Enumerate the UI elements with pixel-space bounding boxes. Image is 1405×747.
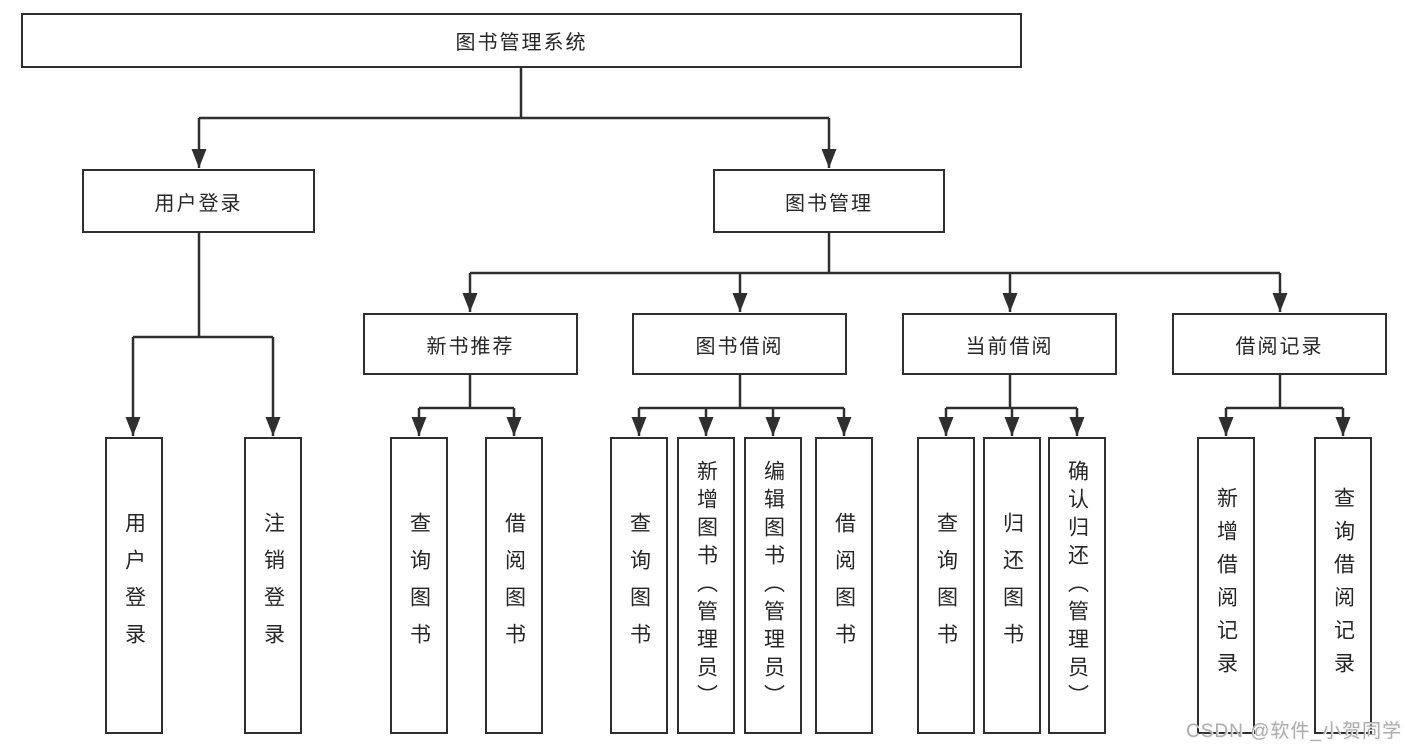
node-label: 图书管理 xyxy=(785,192,873,215)
leaf-return-book: 归还图书 xyxy=(983,437,1041,734)
leaf-add-book-admin: 新增图书（管理员） xyxy=(677,437,735,734)
leaf-label: 借阅图书 xyxy=(832,511,856,660)
node-label: 借阅记录 xyxy=(1235,335,1324,358)
leaf-label: 用户登录 xyxy=(122,511,146,660)
node-user-login-module: 用户登录 xyxy=(82,169,315,233)
node-label: 图书借阅 xyxy=(695,335,784,358)
csdn-watermark: CSDN @软件_小贺同学 xyxy=(1186,721,1402,742)
leaf-label: 借阅图书 xyxy=(502,511,526,660)
leaf-recommend-borrow-book: 借阅图书 xyxy=(485,437,543,734)
leaf-label: 查询图书 xyxy=(934,511,958,660)
node-root-label: 图书管理系统 xyxy=(455,32,588,54)
leaf-edit-book-admin: 编辑图书（管理员） xyxy=(744,437,802,734)
leaf-borrow-book: 借阅图书 xyxy=(815,437,873,734)
leaf-recommend-query-book: 查询图书 xyxy=(390,437,448,734)
node-borrow-record: 借阅记录 xyxy=(1172,313,1387,375)
leaf-current-query-book: 查询图书 xyxy=(917,437,975,734)
leaf-label: 查询图书 xyxy=(627,511,651,660)
leaf-add-borrow-record: 新增借阅记录 xyxy=(1197,437,1255,734)
node-label: 新书推荐 xyxy=(426,335,515,358)
node-book-management-module: 图书管理 xyxy=(713,169,945,233)
leaf-user-login: 用户登录 xyxy=(105,437,163,734)
leaf-logout: 注销登录 xyxy=(244,437,302,734)
leaf-label: 注销登录 xyxy=(261,511,285,660)
leaf-label: 查询借阅记录 xyxy=(1331,486,1355,685)
leaf-label: 查询图书 xyxy=(407,511,431,660)
leaf-label: 归还图书 xyxy=(1000,511,1024,660)
leaf-label: 确认归还（管理员） xyxy=(1065,459,1089,712)
leaf-label: 新增借阅记录 xyxy=(1214,486,1238,685)
leaf-query-borrow-record: 查询借阅记录 xyxy=(1314,437,1372,734)
leaf-label: 新增图书（管理员） xyxy=(694,459,718,712)
node-new-book-recommend: 新书推荐 xyxy=(363,313,578,375)
node-label: 当前借阅 xyxy=(965,335,1054,358)
node-label: 用户登录 xyxy=(154,192,243,215)
leaf-confirm-return-admin: 确认归还（管理员） xyxy=(1048,437,1106,734)
node-root-system: 图书管理系统 xyxy=(21,13,1022,68)
node-current-borrow: 当前借阅 xyxy=(902,313,1117,375)
node-book-borrow: 图书借阅 xyxy=(632,313,847,375)
leaf-label: 编辑图书（管理员） xyxy=(761,459,785,712)
leaf-borrow-query-book: 查询图书 xyxy=(610,437,668,734)
